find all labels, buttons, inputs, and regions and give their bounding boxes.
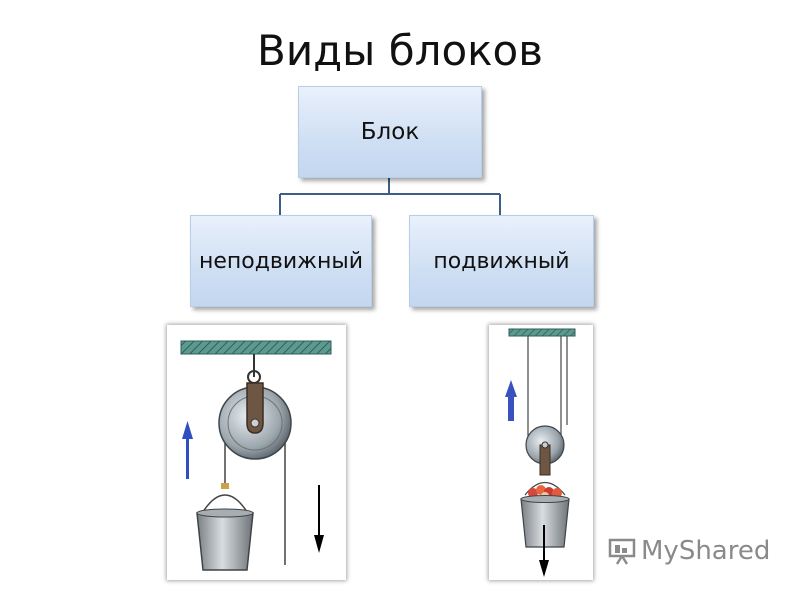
ceiling (508, 328, 576, 337)
fixed-pulley-drawing (180, 340, 332, 571)
down-arrow (539, 525, 549, 577)
node-movable-label: подвижный (433, 248, 570, 274)
ceiling (180, 340, 332, 355)
fixed-pulley-illustration (167, 325, 346, 580)
down-arrow (314, 485, 324, 553)
page-title: Виды блоков (257, 26, 543, 75)
up-arrow (505, 380, 517, 421)
movable-pulley-illustration (489, 325, 593, 580)
node-movable: подвижный (409, 215, 594, 307)
movable-pulley-drawing (505, 328, 576, 577)
presentation-icon (608, 538, 636, 565)
node-block-label: Блок (360, 119, 420, 145)
up-arrow (182, 421, 193, 479)
watermark-text: MyShared (641, 536, 771, 566)
node-fixed: неподвижный (190, 215, 372, 307)
watermark: MyShared (607, 536, 770, 566)
node-block: Блок (298, 86, 482, 178)
node-fixed-label: неподвижный (198, 248, 364, 274)
